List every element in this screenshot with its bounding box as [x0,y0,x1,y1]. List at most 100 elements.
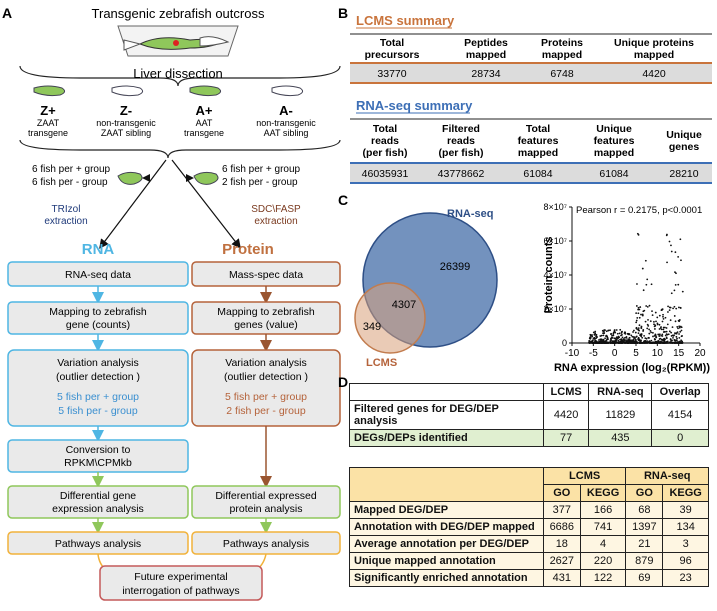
svg-text:(outlier detection ): (outlier detection ) [224,371,308,383]
scatter-point [680,326,683,329]
left-fish-count-2: 6 fish per - group [32,177,108,188]
right-liver-icon [193,171,219,185]
svg-text:Differential expressed: Differential expressed [215,490,317,502]
scatter-point [601,340,604,342]
svg-text:mapped: mapped [518,147,558,159]
venn-lcms-circle [354,282,426,354]
scatter-point [676,341,679,344]
scatter-point [611,336,613,339]
x-tick-label: 10 [652,348,664,359]
scatter-point [660,326,662,328]
trizol-label: TRIzol [52,204,81,215]
scatter-point [662,326,665,329]
panel-label-c: C [338,192,348,208]
d2-sub-go-lcms: GO [542,484,581,502]
scatter-point [650,331,653,334]
scatter-point [672,307,674,310]
group-a-minus: A- non-transgenic AAT sibling [256,85,316,138]
svg-text:transgene: transgene [184,128,224,138]
y-axis-title: Protein counts [543,236,555,313]
deg-overview-table: LCMS RNA-seq Overlap Filtered genes for … [349,383,709,447]
brace-bottom [19,139,341,159]
scatter-point [636,232,639,235]
scatter-point [643,334,646,337]
panel-label-d: D [338,374,348,390]
d2-group-lcms: LCMS [542,467,627,485]
scatter-point [624,336,626,339]
scatter-point [651,314,654,316]
scatter-point [661,320,664,323]
rnaseq-value-row [350,163,712,183]
right-fish-count-2: 2 fish per - group [222,177,298,188]
scatter-point [604,342,607,344]
scatter-point [599,341,602,344]
scatter-point [674,271,676,274]
scatter-point [663,330,666,333]
scatter-point [616,332,619,335]
scatter-point [646,341,648,344]
svg-text:Differential gene: Differential gene [60,490,136,502]
svg-text:(outlier detection ): (outlier detection ) [56,371,140,383]
x-tick-label: 15 [673,348,685,359]
scatter-point [602,338,605,341]
scatter-point [635,327,638,330]
svg-text:Pathways analysis: Pathways analysis [55,538,141,550]
scatter-point [636,283,638,285]
scatter-point [634,331,637,334]
scatter-point [680,335,683,338]
scatter-point [672,336,674,339]
scatter-point [618,336,621,339]
scatter-point [678,341,681,344]
scatter-point [664,334,667,337]
x-axis-title: RNA expression (log₂(RPKM)) [554,362,710,374]
scatter-point [641,267,644,270]
svg-text:AAT: AAT [196,118,213,128]
scatter-point [670,335,673,337]
scatter-point [637,337,640,340]
brace-top [19,65,341,87]
svg-text:(per fish): (per fish) [439,147,484,159]
lcms-summary-title: LCMS summary [356,13,455,28]
svg-text:mapped: mapped [466,49,506,61]
lcms-val-peptides: 28734 [471,68,500,80]
lcms-val-proteins: 6748 [550,68,574,80]
scatter-point [673,332,676,334]
scatter-point [609,329,611,332]
scatter-point [666,261,668,264]
lcms-header: Total precursors Peptides mapped Protein… [365,37,695,61]
scatter-point [629,341,632,343]
scatter-point [676,325,679,328]
svg-text:AAT sibling: AAT sibling [264,128,309,138]
scatter-point [651,310,653,313]
scatter-point [678,306,680,309]
scatter-point [659,337,662,340]
scatter-point [612,331,615,334]
scatter-point [628,333,631,336]
svg-text:2 fish per - group: 2 fish per - group [226,405,306,417]
scatter-point [651,331,654,334]
scatter-point [607,329,610,332]
scatter-point [665,327,668,329]
scatter-point [645,337,648,340]
scatter-point [656,316,659,319]
group-z-minus: Z- non-transgenic ZAAT sibling [96,85,156,138]
scatter-point [611,340,614,343]
d1-col-lcms: LCMS [542,383,590,401]
scatter-point [635,319,638,322]
scatter-point [637,328,639,331]
scatter-point [669,338,672,340]
svg-text:ZAAT sibling: ZAAT sibling [101,128,151,138]
venn-rnaseq-label: RNA-seq [447,208,493,220]
scatter-point [649,329,652,332]
scatter-point [667,305,669,308]
scatter-point [671,342,674,344]
x-tick-label: -10 [565,348,580,359]
scatter-point [665,234,668,237]
scatter-point [635,312,638,315]
scatter-point [677,283,680,286]
svg-text:expression analysis: expression analysis [52,503,144,515]
scatter-point [658,314,661,317]
scatter-point [639,306,642,308]
scatter-point [614,337,617,340]
svg-text:features: features [594,135,635,147]
